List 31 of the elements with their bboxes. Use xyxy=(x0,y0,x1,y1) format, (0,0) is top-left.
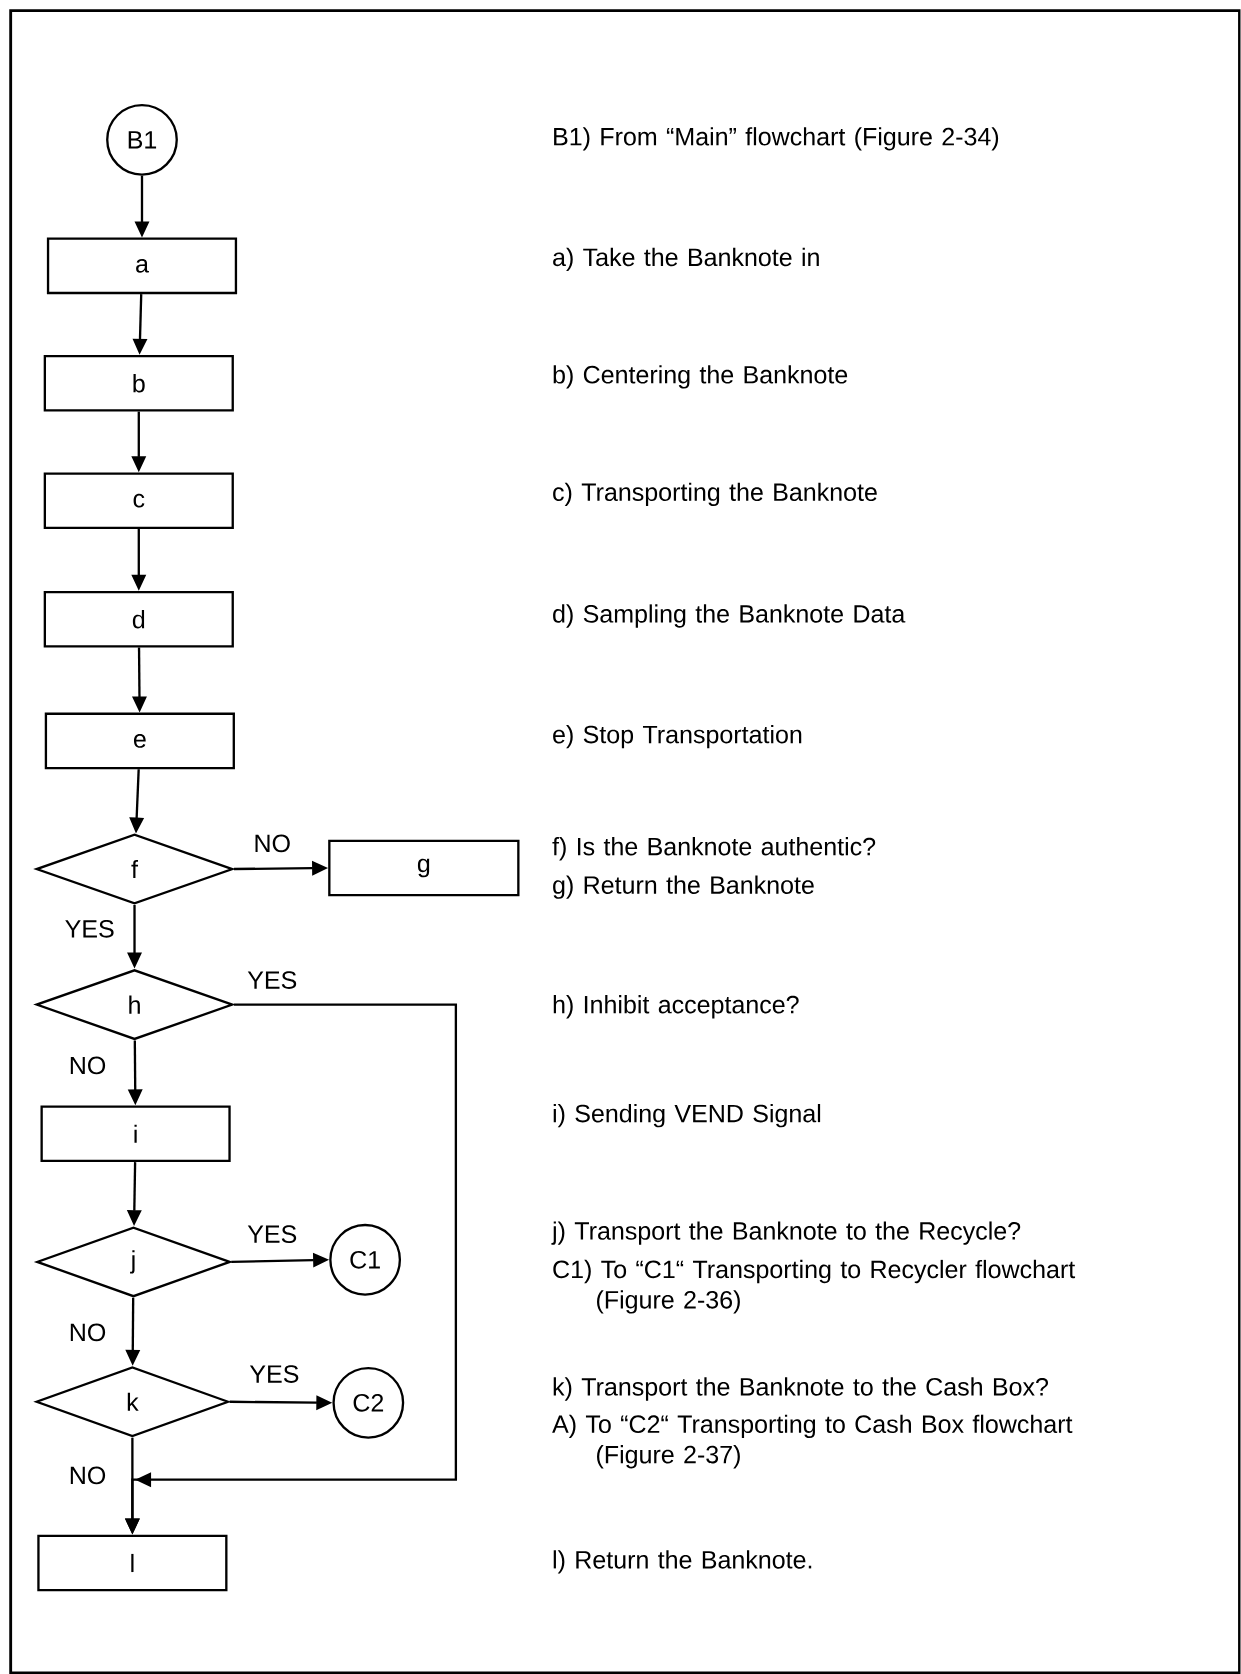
edge-label: NO xyxy=(67,1054,109,1077)
process-box: l xyxy=(37,1534,228,1592)
edge-label: YES xyxy=(247,1363,302,1385)
process-box: c xyxy=(43,472,235,529)
description-text: j) Transport the Banknote to the Recycle? xyxy=(551,1221,1021,1245)
process-box: b xyxy=(43,354,235,412)
description-text: d) Sampling the Banknote Data xyxy=(553,604,906,628)
edge-label: NO xyxy=(67,1464,109,1487)
description-text: c) Transporting the Banknote xyxy=(553,482,877,506)
process-box: a xyxy=(47,237,238,295)
description-text: i) Sending VEND Signal xyxy=(553,1104,821,1128)
description-text: C1) To “C1“ Transporting to Recycler flowchart (Figure 2-36) xyxy=(553,1259,1076,1314)
description-text: A) To “C2“ Transporting to Cash Box flowchart (Figure 2-37) xyxy=(552,1414,1073,1469)
description-text: a) Take the Banknote in xyxy=(553,247,820,272)
description-text: g) Return the Banknote xyxy=(553,875,814,899)
edge-label: YES xyxy=(245,969,300,991)
edge-label: YES xyxy=(245,1223,300,1245)
description-text: e) Stop Transportation xyxy=(553,725,802,749)
process-box: d xyxy=(43,590,235,648)
description-text: b) Centering the Banknote xyxy=(553,365,848,389)
edge-label: NO xyxy=(251,832,293,855)
process-box: g xyxy=(328,839,520,897)
process-box: i xyxy=(40,1105,231,1163)
edge-label: NO xyxy=(67,1321,109,1343)
description-text: k) Transport the Banknote to the Cash Box? xyxy=(553,1377,1049,1401)
description-text: l) Return the Banknote. xyxy=(553,1550,812,1574)
process-box: e xyxy=(44,712,236,770)
description-text: B1) From “Main” flowchart (Figure 2-34) xyxy=(554,127,999,151)
edge-label: YES xyxy=(63,918,117,940)
description-text: f) Is the Banknote authentic? xyxy=(552,837,876,861)
description-text: h) Inhibit acceptance? xyxy=(554,995,799,1019)
